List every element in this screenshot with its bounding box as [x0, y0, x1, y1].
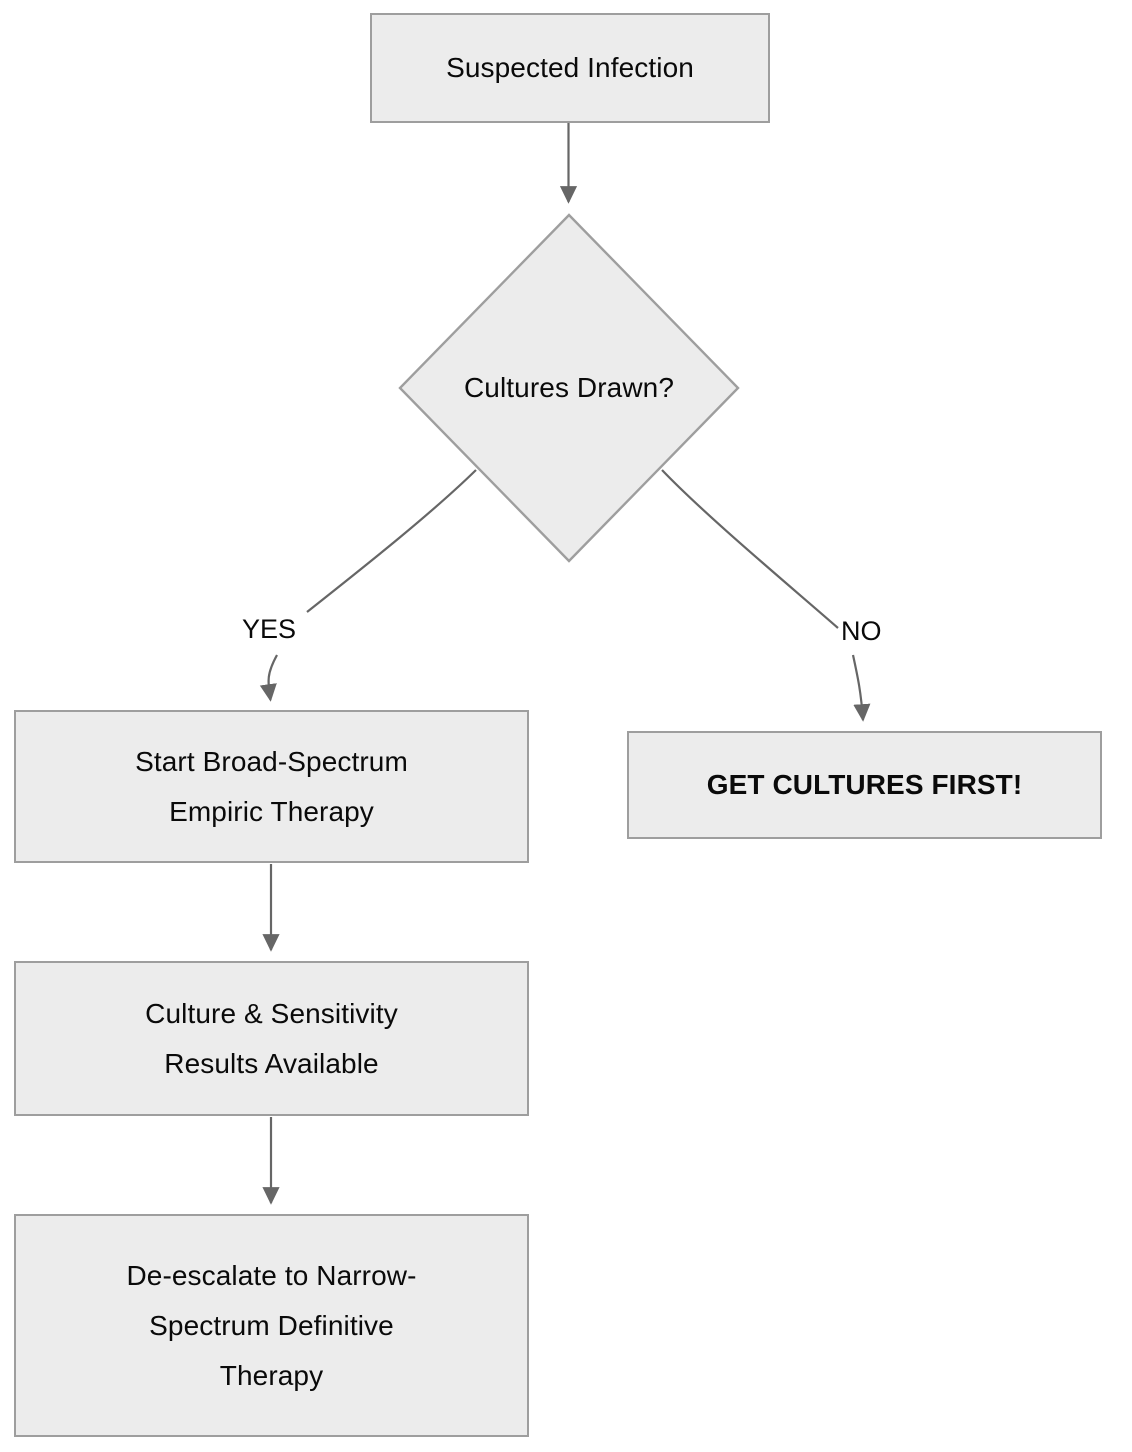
node-label-cultures-drawn: Cultures Drawn? [463, 372, 675, 403]
node-label-culture-results: Culture & Sensitivity Results Available [145, 997, 398, 1079]
edge-label-yes: YES [242, 614, 297, 644]
diamond-shape-icon [398, 213, 740, 563]
node-get-cultures[interactable]: GET CULTURES FIRST! [627, 731, 1102, 839]
edge-label-no: NO [841, 616, 882, 646]
node-start-empiric[interactable]: Start Broad-Spectrum Empiric Therapy [14, 710, 529, 863]
node-label-de-escalate: De-escalate to Narrow- Spectrum Definiti… [126, 1259, 417, 1391]
node-cultures-drawn[interactable]: Cultures Drawn? [398, 213, 740, 563]
node-suspected-infection[interactable]: Suspected Infection [370, 13, 770, 123]
node-label-start-empiric: Start Broad-Spectrum Empiric Therapy [135, 745, 408, 827]
node-label-suspected-infection: Suspected Infection [446, 52, 694, 83]
node-label-get-cultures: GET CULTURES FIRST! [706, 769, 1023, 800]
edge-decision-to-getcultures-part2 [851, 654, 871, 722]
node-de-escalate[interactable]: De-escalate to Narrow- Spectrum Definiti… [14, 1214, 529, 1437]
node-culture-results[interactable]: Culture & Sensitivity Results Available [14, 961, 529, 1116]
edge-decision-to-empiric-part2 [259, 654, 278, 702]
